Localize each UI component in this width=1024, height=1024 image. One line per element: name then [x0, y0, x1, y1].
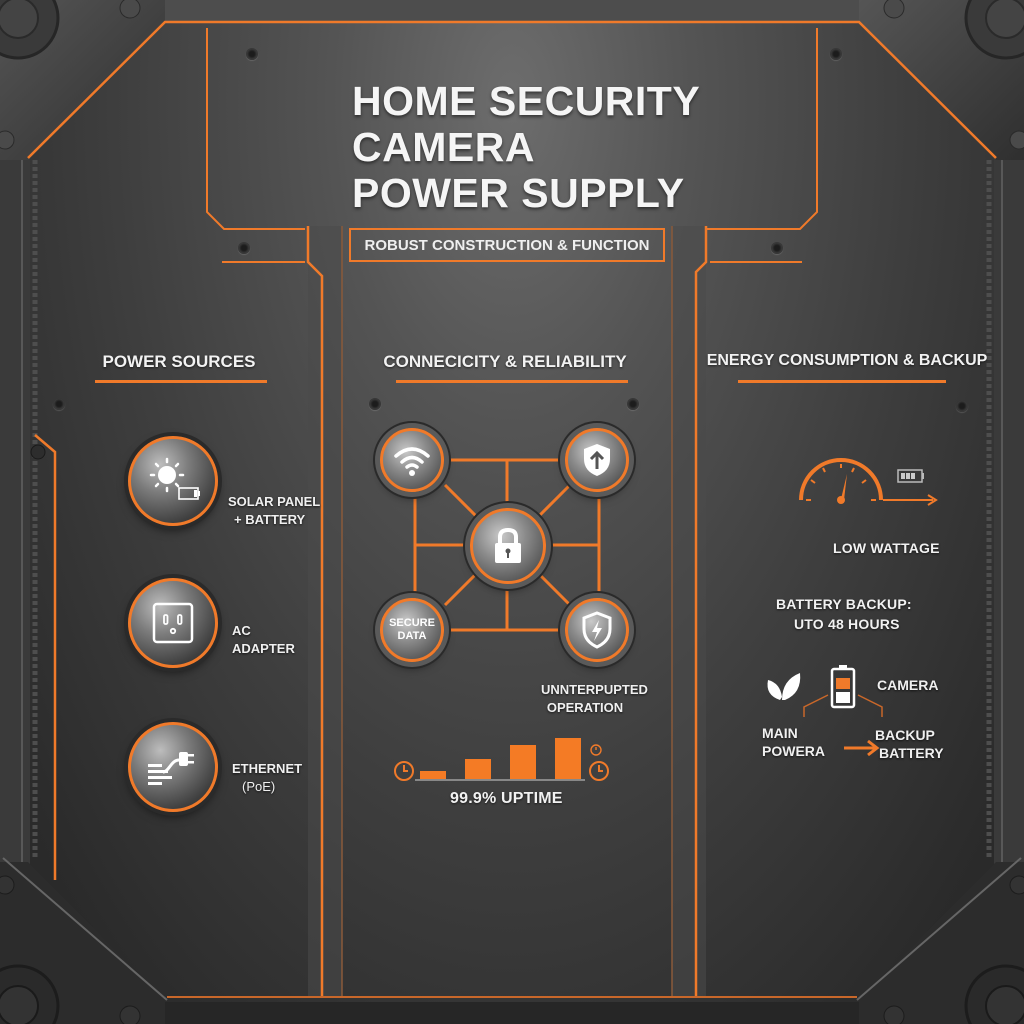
screw [627, 398, 639, 410]
ethernet-label: ETHERNET (PoE) [232, 761, 303, 794]
power-sources-heading: POWER SOURCES [102, 352, 256, 371]
ac-adapter-button [128, 578, 218, 668]
screw [771, 242, 783, 254]
chart-bar [510, 745, 536, 780]
ethernet-plug-icon [148, 752, 194, 785]
lightning-shield-node [565, 598, 629, 662]
screw [246, 48, 258, 60]
secure-data-node: SECURE DATA [380, 598, 444, 662]
screw [369, 398, 381, 410]
padlock-node [470, 508, 546, 584]
heading-underline [95, 380, 267, 383]
uninterrupted-operation-label: UNNTERPUPTED OPERATION [541, 682, 648, 715]
chart-baseline [415, 779, 585, 781]
battery-backup-label: BATTERY BACKUP: UTO 48 HOURS [776, 596, 912, 632]
gauge-icon [799, 458, 938, 506]
shield-lightning-icon [582, 611, 612, 649]
heading-underline [396, 380, 628, 383]
power-outlet-icon [152, 602, 194, 644]
clock-icon [589, 761, 609, 781]
screw [238, 242, 250, 254]
subtitle-text: ROBUST CONSTRUCTION & FUNCTION [364, 236, 650, 254]
backup-battery-label: BACKUP BATTERY [875, 727, 944, 761]
shield-arrow-icon [584, 444, 610, 476]
wifi-node [380, 428, 444, 492]
heading-underline [738, 380, 946, 383]
wifi-icon [394, 447, 430, 476]
chart-bar [420, 771, 446, 780]
solar-panel-label: SOLAR PANEL + BATTERY [228, 494, 321, 527]
uptime-label: 99.9% UPTIME [450, 790, 563, 807]
connectivity-heading: CONNECICITY & RELIABILITY [383, 352, 627, 371]
leaf-icon [767, 673, 801, 700]
page-title: HOME SECURITY CAMERA POWER SUPPLY [352, 78, 700, 216]
main-power-label: MAIN POWERA [762, 725, 825, 759]
camera-label: CAMERA [877, 677, 939, 693]
chart-bar [465, 759, 491, 780]
uptime-bar-chart [415, 730, 595, 780]
network-lines [413, 458, 601, 632]
screw [830, 48, 842, 60]
shield-node [565, 428, 629, 492]
energy-heading: ENERGY CONSUMPTION & BACKUP [706, 352, 988, 369]
padlock-icon [495, 527, 521, 563]
clock-icon [394, 761, 414, 781]
title-line-2: CAMERA [352, 124, 535, 170]
ac-adapter-label: AC ADAPTER [232, 623, 295, 656]
low-wattage-label: LOW WATTAGE [833, 540, 940, 556]
title-line-1: HOME SECURITY [352, 78, 701, 124]
sun-battery-icon [149, 457, 200, 500]
ethernet-poe-button [128, 722, 218, 812]
screw [53, 398, 65, 410]
solar-panel-button [128, 436, 218, 526]
chart-bar [555, 738, 581, 780]
secure-data-label: SECURE [389, 617, 435, 629]
backup-flow-diagram [767, 665, 883, 757]
title-line-3: POWER SUPPLY [352, 170, 685, 216]
subtitle-banner: ROBUST CONSTRUCTION & FUNCTION [349, 228, 665, 262]
screw [956, 400, 968, 412]
small-clock-icon [590, 744, 602, 756]
